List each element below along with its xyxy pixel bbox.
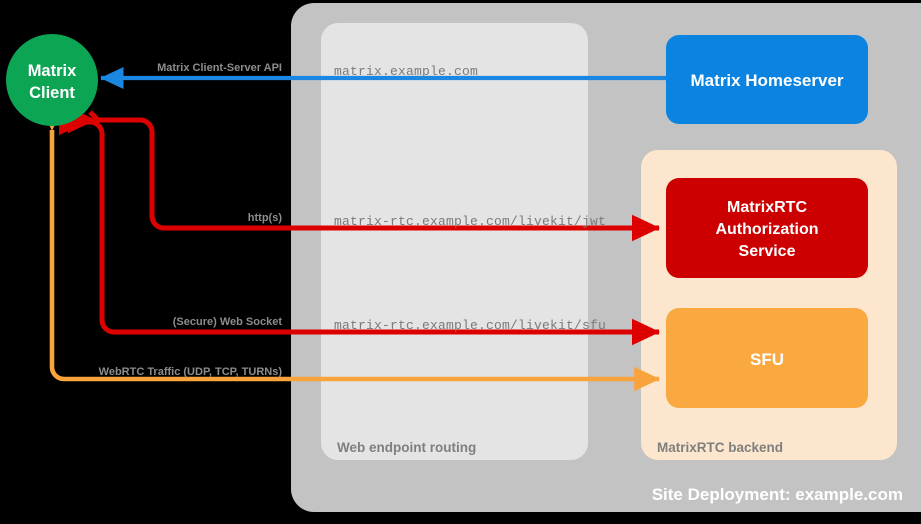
node-label-sfu: SFU xyxy=(750,350,784,369)
node-label-matrix-client-line1: Matrix xyxy=(28,62,77,80)
group-web-endpoint-routing: Web endpoint routing xyxy=(321,23,588,460)
node-label-matrix-homeserver: Matrix Homeserver xyxy=(690,71,843,90)
node-matrixrtc-authorization-service[interactable]: MatrixRTC Authorization Service xyxy=(666,178,868,278)
node-label-auth-service-line1: MatrixRTC xyxy=(727,199,807,216)
edge-label-webrtc-traffic: WebRTC Traffic (UDP, TCP, TURNs) xyxy=(99,366,283,378)
site-deployment-label: Site Deployment: example.com xyxy=(652,485,903,504)
node-sfu[interactable]: SFU xyxy=(666,308,868,408)
group-label-matrixrtc-backend: MatrixRTC backend xyxy=(657,440,783,455)
endpoint-label-livekit-jwt: matrix-rtc.example.com/livekit/jwt xyxy=(334,214,606,229)
edge-label-livekit-sfu-websocket: (Secure) Web Socket xyxy=(173,316,283,328)
endpoint-label-matrix-example-com: matrix.example.com xyxy=(334,64,478,79)
node-label-auth-service-line2: Authorization xyxy=(715,221,818,238)
node-matrix-homeserver[interactable]: Matrix Homeserver xyxy=(666,35,868,124)
group-label-web-endpoint-routing: Web endpoint routing xyxy=(337,440,476,455)
node-label-matrix-client-line2: Client xyxy=(29,84,75,102)
edge-label-livekit-jwt: http(s) xyxy=(248,212,283,224)
node-label-auth-service-line3: Service xyxy=(739,243,796,260)
endpoint-label-livekit-sfu: matrix-rtc.example.com/livekit/sfu xyxy=(334,318,606,333)
edge-label-client-server-api: Matrix Client-Server API xyxy=(157,62,282,74)
node-matrix-client[interactable]: Matrix Client xyxy=(6,34,98,126)
edge-webrtc-traffic: WebRTC Traffic (UDP, TCP, TURNs) xyxy=(39,105,660,392)
